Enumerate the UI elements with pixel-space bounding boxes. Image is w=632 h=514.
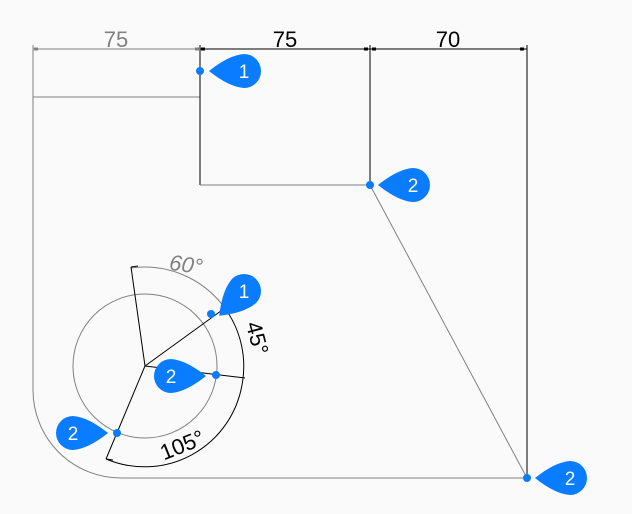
teardrop-marker-icon	[56, 416, 108, 450]
marker-badge-2[interactable]: 2	[378, 168, 430, 202]
marker-badge-6[interactable]: 2	[535, 461, 587, 495]
grip-point[interactable]	[207, 310, 215, 318]
corner-fillet	[32, 389, 122, 479]
svg-text:2: 2	[565, 469, 576, 490]
dimension-top-middle[interactable]: 75	[273, 27, 297, 52]
profile	[32, 45, 528, 479]
grip-point[interactable]	[212, 371, 220, 379]
marker-badge-5[interactable]	[56, 416, 108, 450]
diagonal-edge	[369, 184, 528, 479]
grip-point[interactable]	[523, 474, 531, 482]
marker-badge-5-label: 2	[68, 424, 79, 445]
teardrop-marker-icon	[535, 461, 587, 495]
grip-point[interactable]	[366, 181, 374, 189]
ray-up-tick	[130, 265, 139, 268]
marker-badge-1[interactable]: 1	[209, 54, 261, 88]
teardrop-marker-icon	[378, 168, 430, 202]
angle-upper-label[interactable]: 60°	[168, 250, 205, 279]
marker-badge-3-label: 1	[239, 282, 250, 303]
grip-points	[113, 67, 531, 482]
marker-badge-4-label: 2	[166, 367, 177, 388]
ray-lower-tick	[105, 458, 114, 461]
linear-dimensions: 75 75 70	[33, 27, 527, 52]
marker-badge-4[interactable]	[154, 359, 206, 393]
ray-up	[130, 266, 146, 367]
outer-angle-arc-right	[223, 306, 245, 386]
dimension-top-left[interactable]: 75	[104, 27, 128, 52]
svg-text:2: 2	[408, 176, 419, 197]
teardrop-marker-icon	[219, 274, 261, 316]
marker-badge-3[interactable]	[207, 267, 268, 328]
teardrop-marker-icon	[154, 359, 206, 393]
hole-circle	[72, 293, 218, 439]
outer-angle-arc-lower	[105, 384, 243, 468]
ray-lower-left	[105, 365, 146, 460]
svg-text:1: 1	[239, 62, 250, 83]
outer-angle-arc-upper	[130, 266, 225, 308]
dimension-top-right[interactable]: 70	[436, 27, 460, 52]
grip-point[interactable]	[113, 429, 121, 437]
teardrop-marker-icon	[209, 54, 261, 88]
angle-right-label[interactable]: 45°	[241, 319, 274, 358]
grip-point[interactable]	[196, 67, 204, 75]
